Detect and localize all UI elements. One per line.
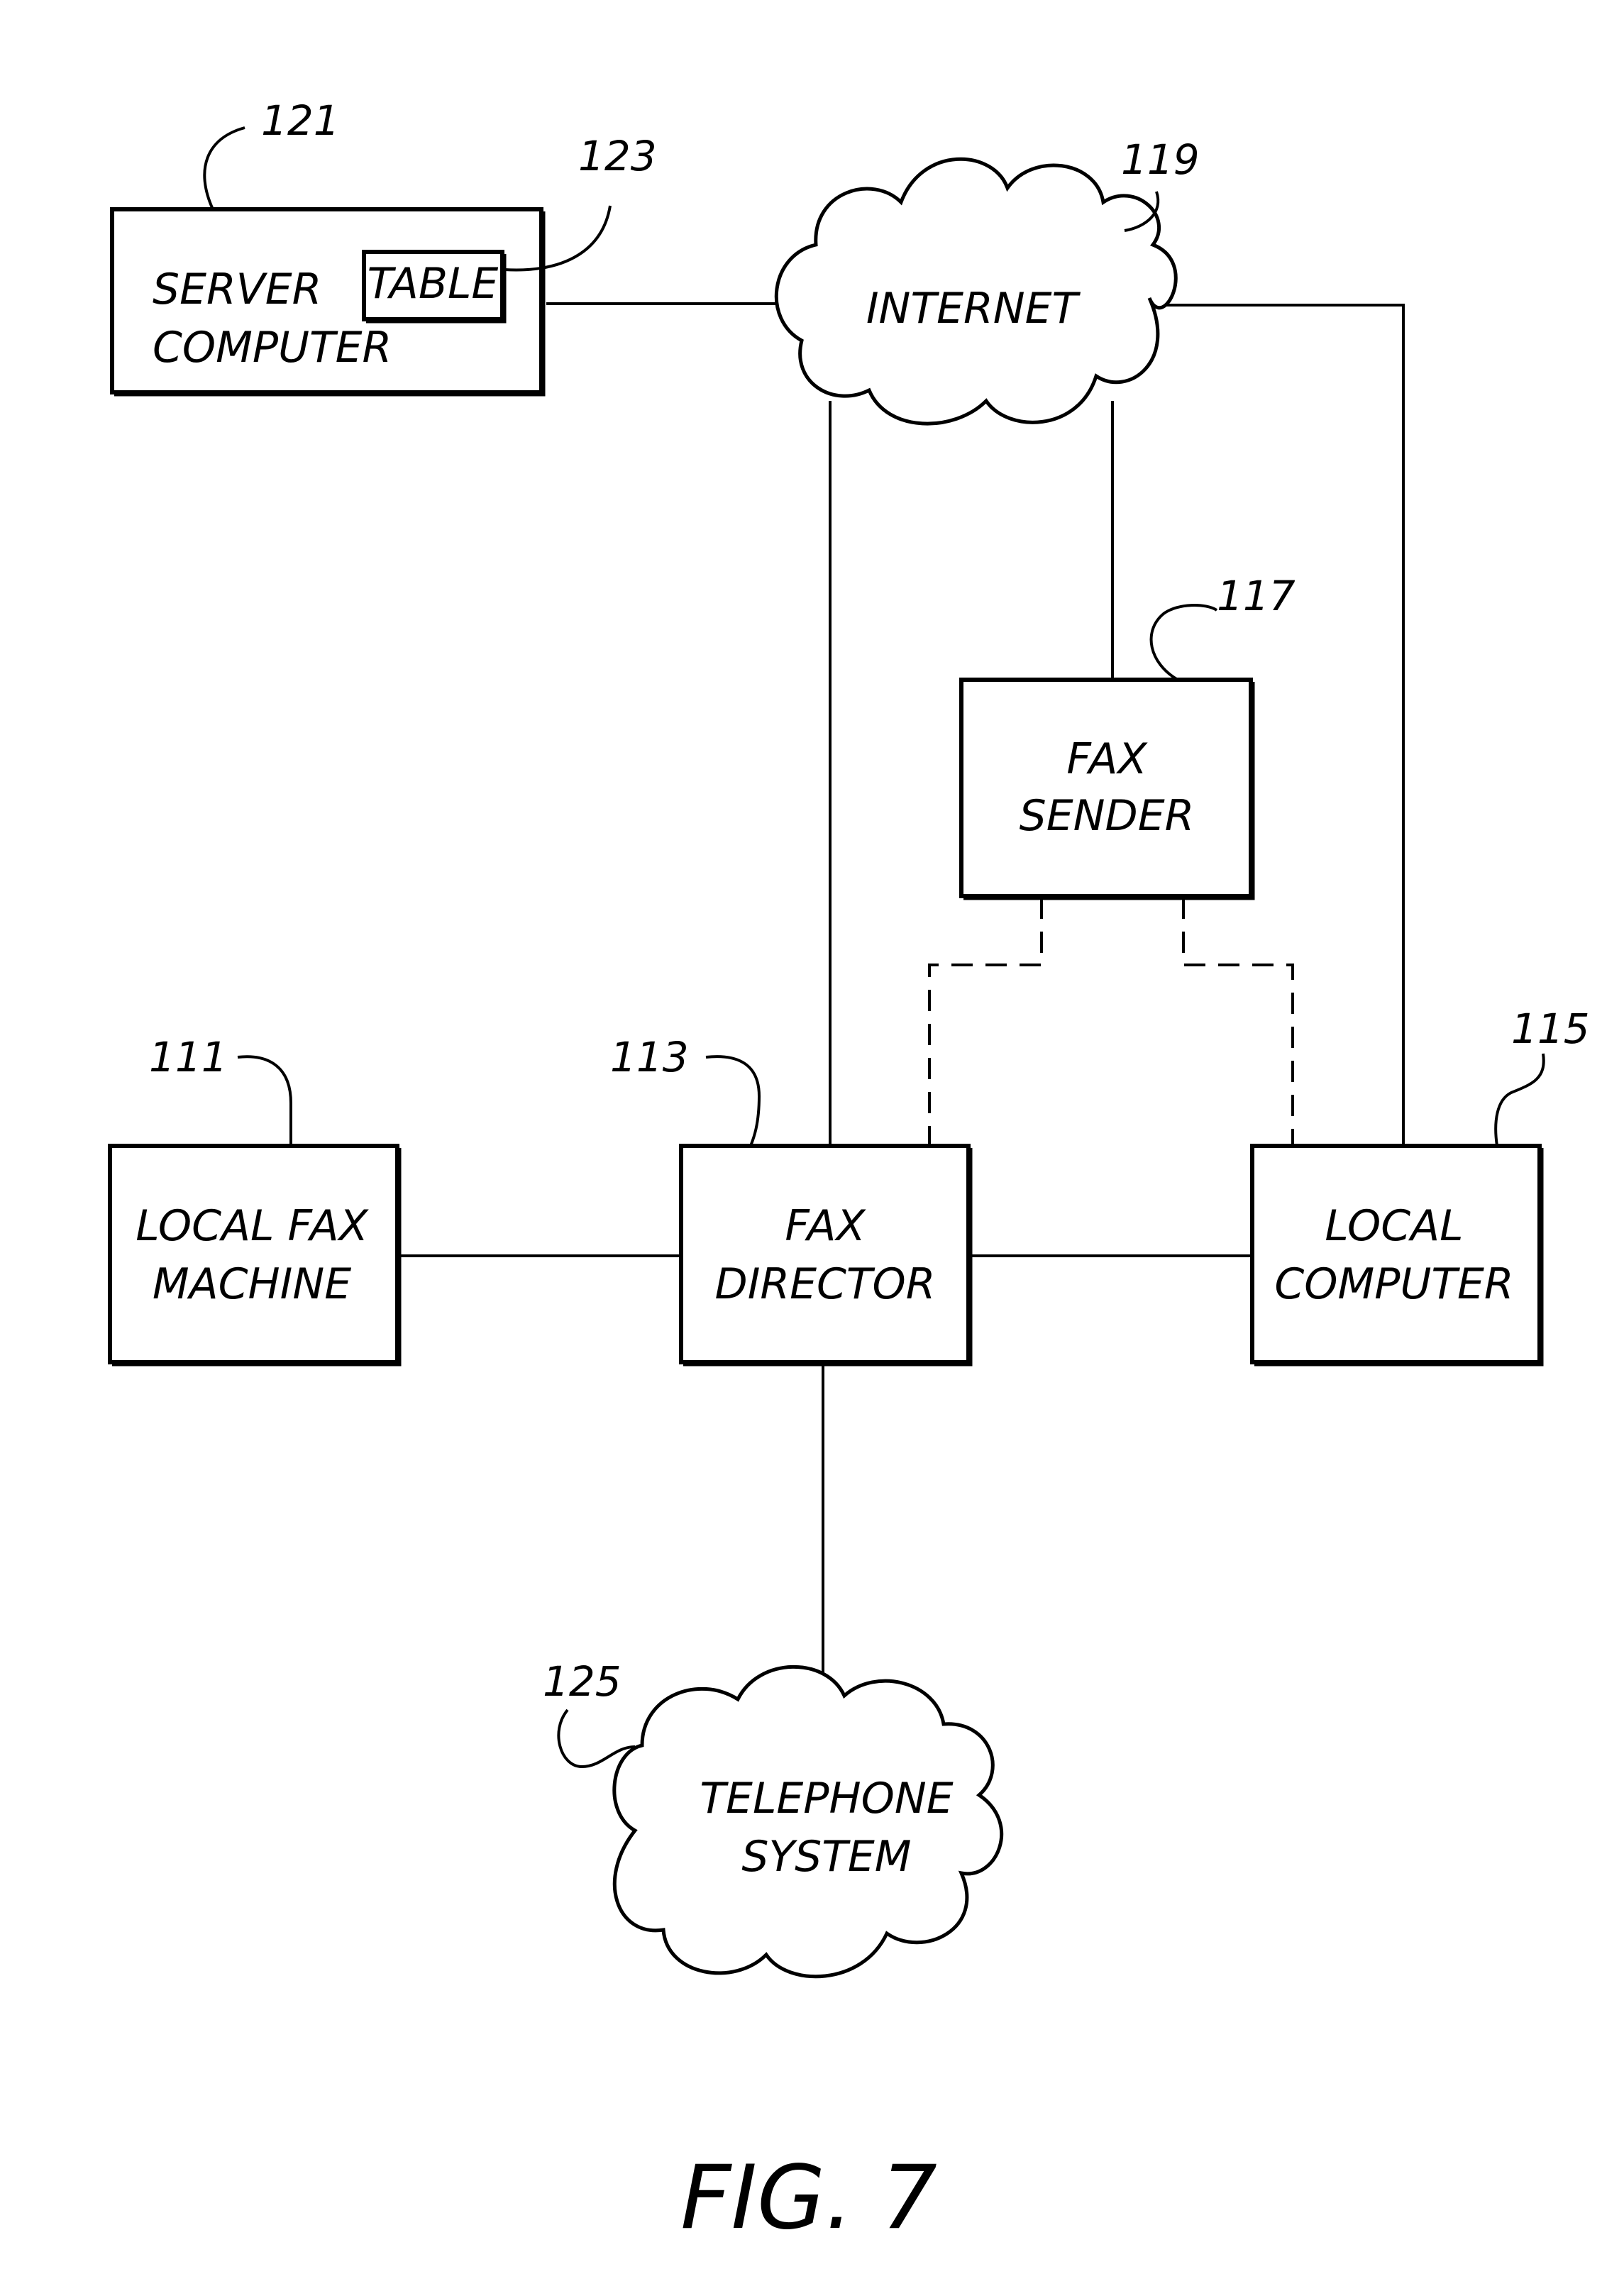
- internet-label: INTERNET: [866, 284, 1081, 333]
- server-computer-ref: 121: [261, 96, 340, 145]
- fax-sender-ref: 117: [1217, 572, 1296, 620]
- local-fax-machine-leader: [237, 1055, 292, 1146]
- local-computer-leader: [1494, 1053, 1545, 1147]
- telephone-system-label-line2: SYSTEM: [741, 1832, 911, 1882]
- local-computer-label-line1: LOCAL: [1325, 1201, 1463, 1251]
- table-label: TABLE: [368, 259, 499, 309]
- internet-ref: 119: [1121, 136, 1200, 184]
- telephone-system-cloud: TELEPHONE SYSTEM 125: [543, 1657, 1004, 1979]
- server-computer-label-line2: COMPUTER: [153, 323, 392, 372]
- local-computer-label-line2: COMPUTER: [1274, 1259, 1513, 1309]
- internet-leader: [1124, 191, 1160, 232]
- dashed-connector-fax-sender-local-computer: [1182, 898, 1294, 1146]
- local-computer-ref: 115: [1511, 1005, 1590, 1053]
- server-computer-label-line1: SERVER: [153, 265, 321, 314]
- fax-sender-leader: [1149, 604, 1218, 681]
- local-fax-machine-box: LOCAL FAX MACHINE 111: [108, 1033, 402, 1367]
- dashed-connector-fax-sender-fax-director: [928, 898, 1043, 1146]
- fax-sender-box: FAX SENDER 117: [959, 572, 1296, 900]
- telephone-system-leader: [557, 1708, 636, 1769]
- figure-caption: FIG. 7: [680, 2147, 937, 2249]
- table-box: TABLE 123: [362, 132, 657, 324]
- connector-internet-local-computer: [1149, 304, 1405, 1146]
- fax-director-leader: [705, 1055, 761, 1147]
- local-fax-machine-ref: 111: [149, 1033, 228, 1081]
- internet-cloud: INTERNET 119: [774, 136, 1200, 426]
- fax-director-label-line2: DIRECTOR: [715, 1259, 936, 1309]
- telephone-system-label-line1: TELEPHONE: [700, 1774, 953, 1823]
- fax-director-label-line1: FAX: [785, 1201, 866, 1251]
- server-computer-box: SERVER COMPUTER 121: [110, 96, 546, 397]
- connections: [401, 302, 1405, 1696]
- table-ref: 123: [578, 132, 657, 180]
- local-fax-machine-label-line1: LOCAL FAX: [136, 1201, 369, 1251]
- fax-director-box: FAX DIRECTOR 113: [610, 1033, 973, 1367]
- local-computer-box: LOCAL COMPUTER 115: [1250, 1005, 1590, 1367]
- local-fax-machine-label-line2: MACHINE: [153, 1259, 351, 1309]
- telephone-system-ref: 125: [543, 1657, 622, 1706]
- server-computer-leader: [203, 126, 245, 210]
- table-leader: [504, 205, 612, 272]
- fax-director-ref: 113: [610, 1033, 689, 1081]
- fax-sender-label-line2: SENDER: [1020, 791, 1195, 841]
- fax-sender-label-line1: FAX: [1066, 734, 1148, 784]
